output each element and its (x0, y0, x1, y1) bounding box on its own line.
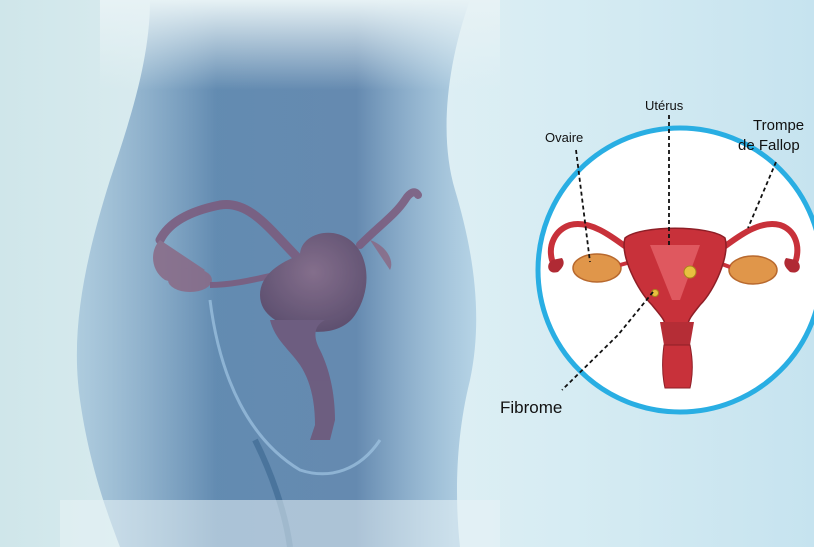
label-ovary: Ovaire (545, 130, 583, 145)
right-ovary-shape (729, 256, 777, 284)
left-ovary-shape (573, 254, 621, 282)
fibroid-shape (684, 266, 696, 278)
label-fibroid: Fibrome (500, 398, 562, 418)
label-fallopian-tube-line2: de Fallop (738, 137, 800, 154)
label-uterus: Utérus (645, 98, 683, 113)
label-fallopian-tube-line1: Trompe (753, 117, 804, 134)
